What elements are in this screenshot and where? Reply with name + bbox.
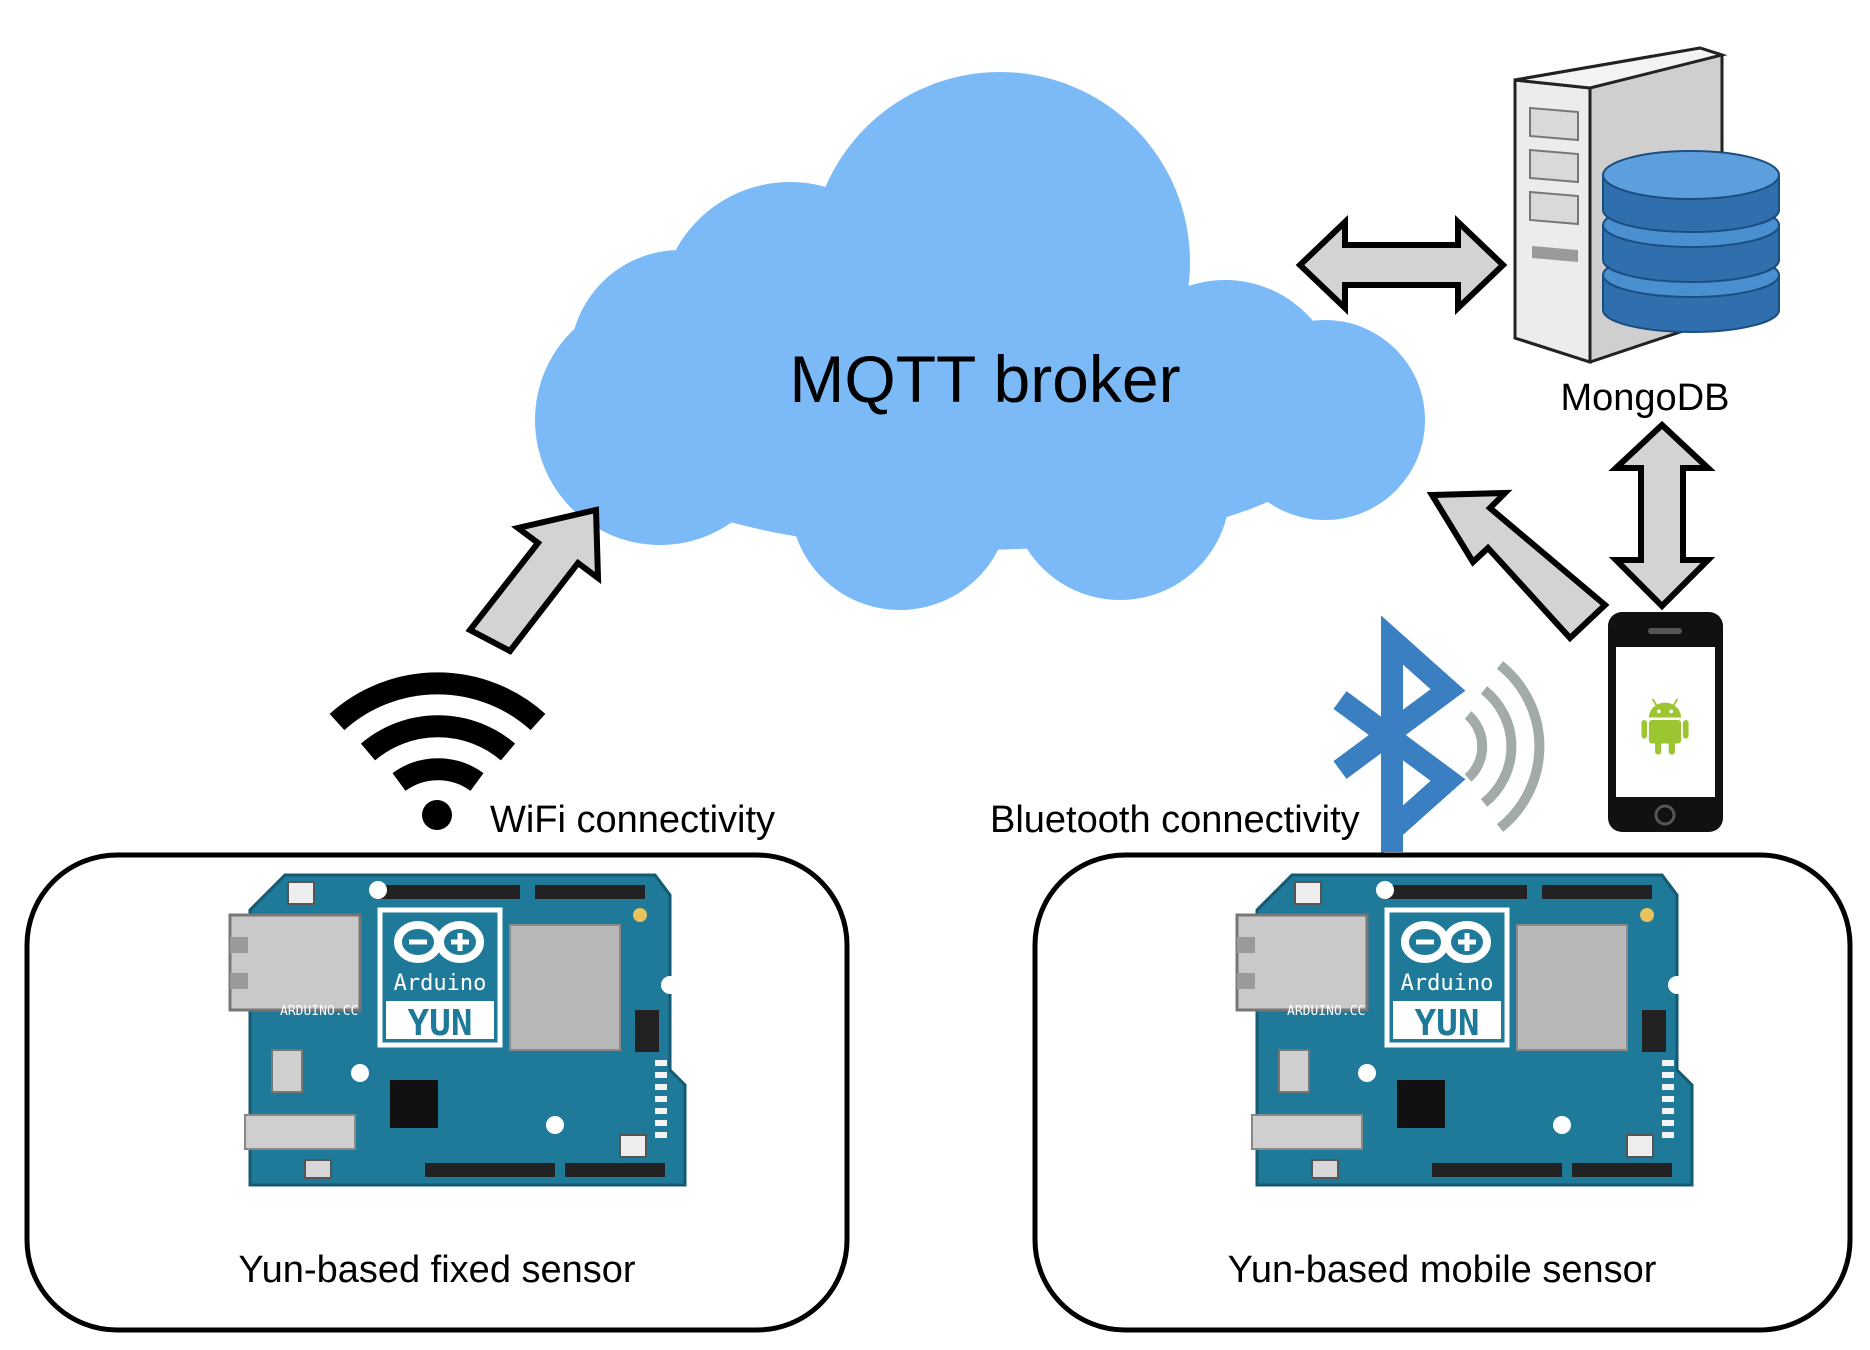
smartphone-icon: [1608, 612, 1723, 832]
server-database-icon: MongoDB: [1513, 46, 1780, 419]
mobile-sensor-box: Arduino YUN ARDUINO.CC Yun-based mobile …: [1032, 852, 1853, 1333]
board-model: YUN: [407, 1003, 472, 1044]
bluetooth-connectivity-label: Bluetooth connectivity: [990, 799, 1360, 841]
board-brand: Arduino: [1401, 971, 1494, 996]
wifi-to-cloud-arrow: [465, 506, 602, 655]
bluetooth-icon: [1333, 615, 1466, 855]
board-brand: Arduino: [394, 971, 487, 996]
mqtt-broker-label: MQTT broker: [789, 342, 1180, 416]
wifi-icon: [329, 672, 546, 830]
signal-waves-icon: [1464, 661, 1545, 832]
board-site: ARDUINO.CC: [1287, 1004, 1365, 1019]
fixed-sensor-label: Yun-based fixed sensor: [238, 1249, 635, 1291]
mobile-sensor-label: Yun-based mobile sensor: [1228, 1249, 1657, 1291]
server-phone-double-arrow: [1608, 420, 1716, 611]
arduino-yun-board-fixed: Arduino YUN ARDUINO.CC: [230, 875, 685, 1185]
phone-to-cloud-arrow: [1426, 489, 1610, 643]
arduino-yun-board-mobile: Arduino YUN ARDUINO.CC: [1237, 875, 1692, 1185]
board-site: ARDUINO.CC: [280, 1004, 358, 1019]
fixed-sensor-box: Arduino YUN ARDUINO.CC Yun-based fixed s…: [24, 852, 850, 1333]
mongodb-label: MongoDB: [1561, 377, 1730, 419]
wifi-connectivity-label: WiFi connectivity: [490, 799, 775, 841]
cloud-server-double-arrow: [1295, 214, 1508, 316]
mqtt-broker-cloud: MQTT broker: [535, 72, 1425, 610]
board-model: YUN: [1414, 1003, 1479, 1044]
